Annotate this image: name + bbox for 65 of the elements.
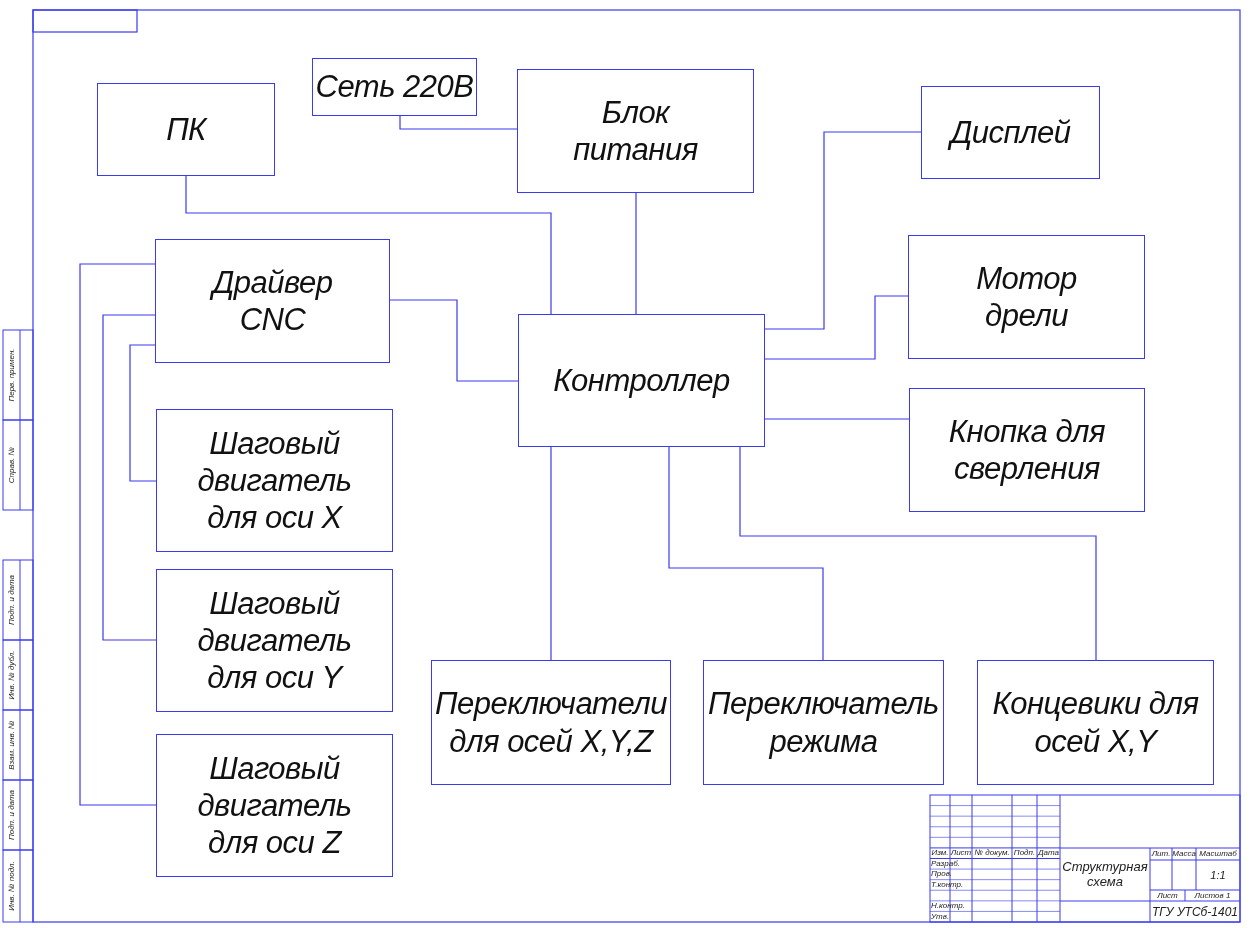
row-header: Пров. [930, 869, 954, 880]
connector-line [129, 344, 157, 482]
column-header: Лит. [1150, 848, 1172, 860]
block-box [312, 58, 477, 116]
row-header: Т.контр. [930, 879, 965, 891]
block-box [977, 660, 1214, 785]
column-header: Лист [950, 847, 972, 859]
connector-line [764, 418, 910, 420]
block-label: Сеть 220В [315, 68, 474, 106]
column-header: № докум. [973, 847, 1011, 859]
column-header: Масштаб [1198, 848, 1238, 860]
block-box [155, 239, 390, 363]
block-box [703, 660, 944, 785]
block-label: Концевики для осей X,Y [991, 685, 1200, 760]
connector-line [764, 131, 922, 330]
connector-line [185, 175, 552, 315]
column-header: Масса [1172, 848, 1196, 860]
block-label: Шаговый двигатель для оси Z [196, 749, 353, 862]
block-label: ПК [166, 110, 206, 149]
block-box [908, 235, 1145, 359]
sheet-count: Листов 1 [1193, 890, 1232, 901]
row-header: Утв. [930, 911, 951, 922]
block-label: Драйвер CNC [192, 263, 353, 339]
connector-line [399, 115, 518, 130]
stamp-field-label: Справ. № [7, 446, 16, 484]
sheet-label: Лист [1156, 890, 1179, 901]
connector-line [102, 314, 157, 641]
row-header: Н.контр. [930, 900, 966, 912]
column-header: Дата [1037, 847, 1060, 859]
block-box [97, 83, 275, 176]
block-box [921, 86, 1100, 179]
block-label: Переключатель режима [707, 685, 940, 760]
block-label: Шаговый двигатель для оси Y [196, 584, 353, 697]
block-box [518, 314, 765, 447]
stamp-field-label: Инв. № подл. [7, 861, 16, 911]
block-box [909, 388, 1145, 512]
column-header: Подп. [1012, 847, 1037, 859]
document-title: Структурная схема [1062, 858, 1148, 891]
connector-line [764, 295, 909, 360]
column-header: Изм. [930, 847, 950, 859]
row-header: Разраб. [930, 858, 961, 870]
block-box [431, 660, 671, 785]
block-label: Переключатели для осей X,Y,Z [434, 685, 668, 760]
connector-line [79, 263, 157, 806]
stamp-field-label: Инв. № дубл. [7, 650, 16, 700]
stamp-field-label: Подп. и дата [7, 789, 16, 841]
stamp-field-label: Подп. и дата [7, 574, 16, 626]
connector-line [550, 446, 552, 661]
connector-line [389, 299, 519, 382]
document-code: ТГУ УТСб-1401 [1151, 903, 1239, 921]
block-box [156, 734, 393, 877]
stamp-field-label: Перв. примен. [7, 348, 16, 402]
block-label: Мотор дрели [975, 259, 1078, 335]
connector-line [635, 192, 637, 315]
scale-value: 1:1 [1209, 867, 1227, 883]
connector-line [739, 446, 1097, 661]
block-label: Блок питания [572, 93, 699, 169]
block-label: Кнопка для сверления [947, 412, 1107, 488]
connector-line [668, 446, 824, 661]
block-box [156, 569, 393, 712]
block-box [517, 69, 754, 193]
block-label: Шаговый двигатель для оси X [196, 424, 353, 537]
block-box [156, 409, 393, 552]
block-label: Контроллер [553, 361, 730, 400]
stamp-field-label: Взам. инв. № [7, 720, 16, 770]
